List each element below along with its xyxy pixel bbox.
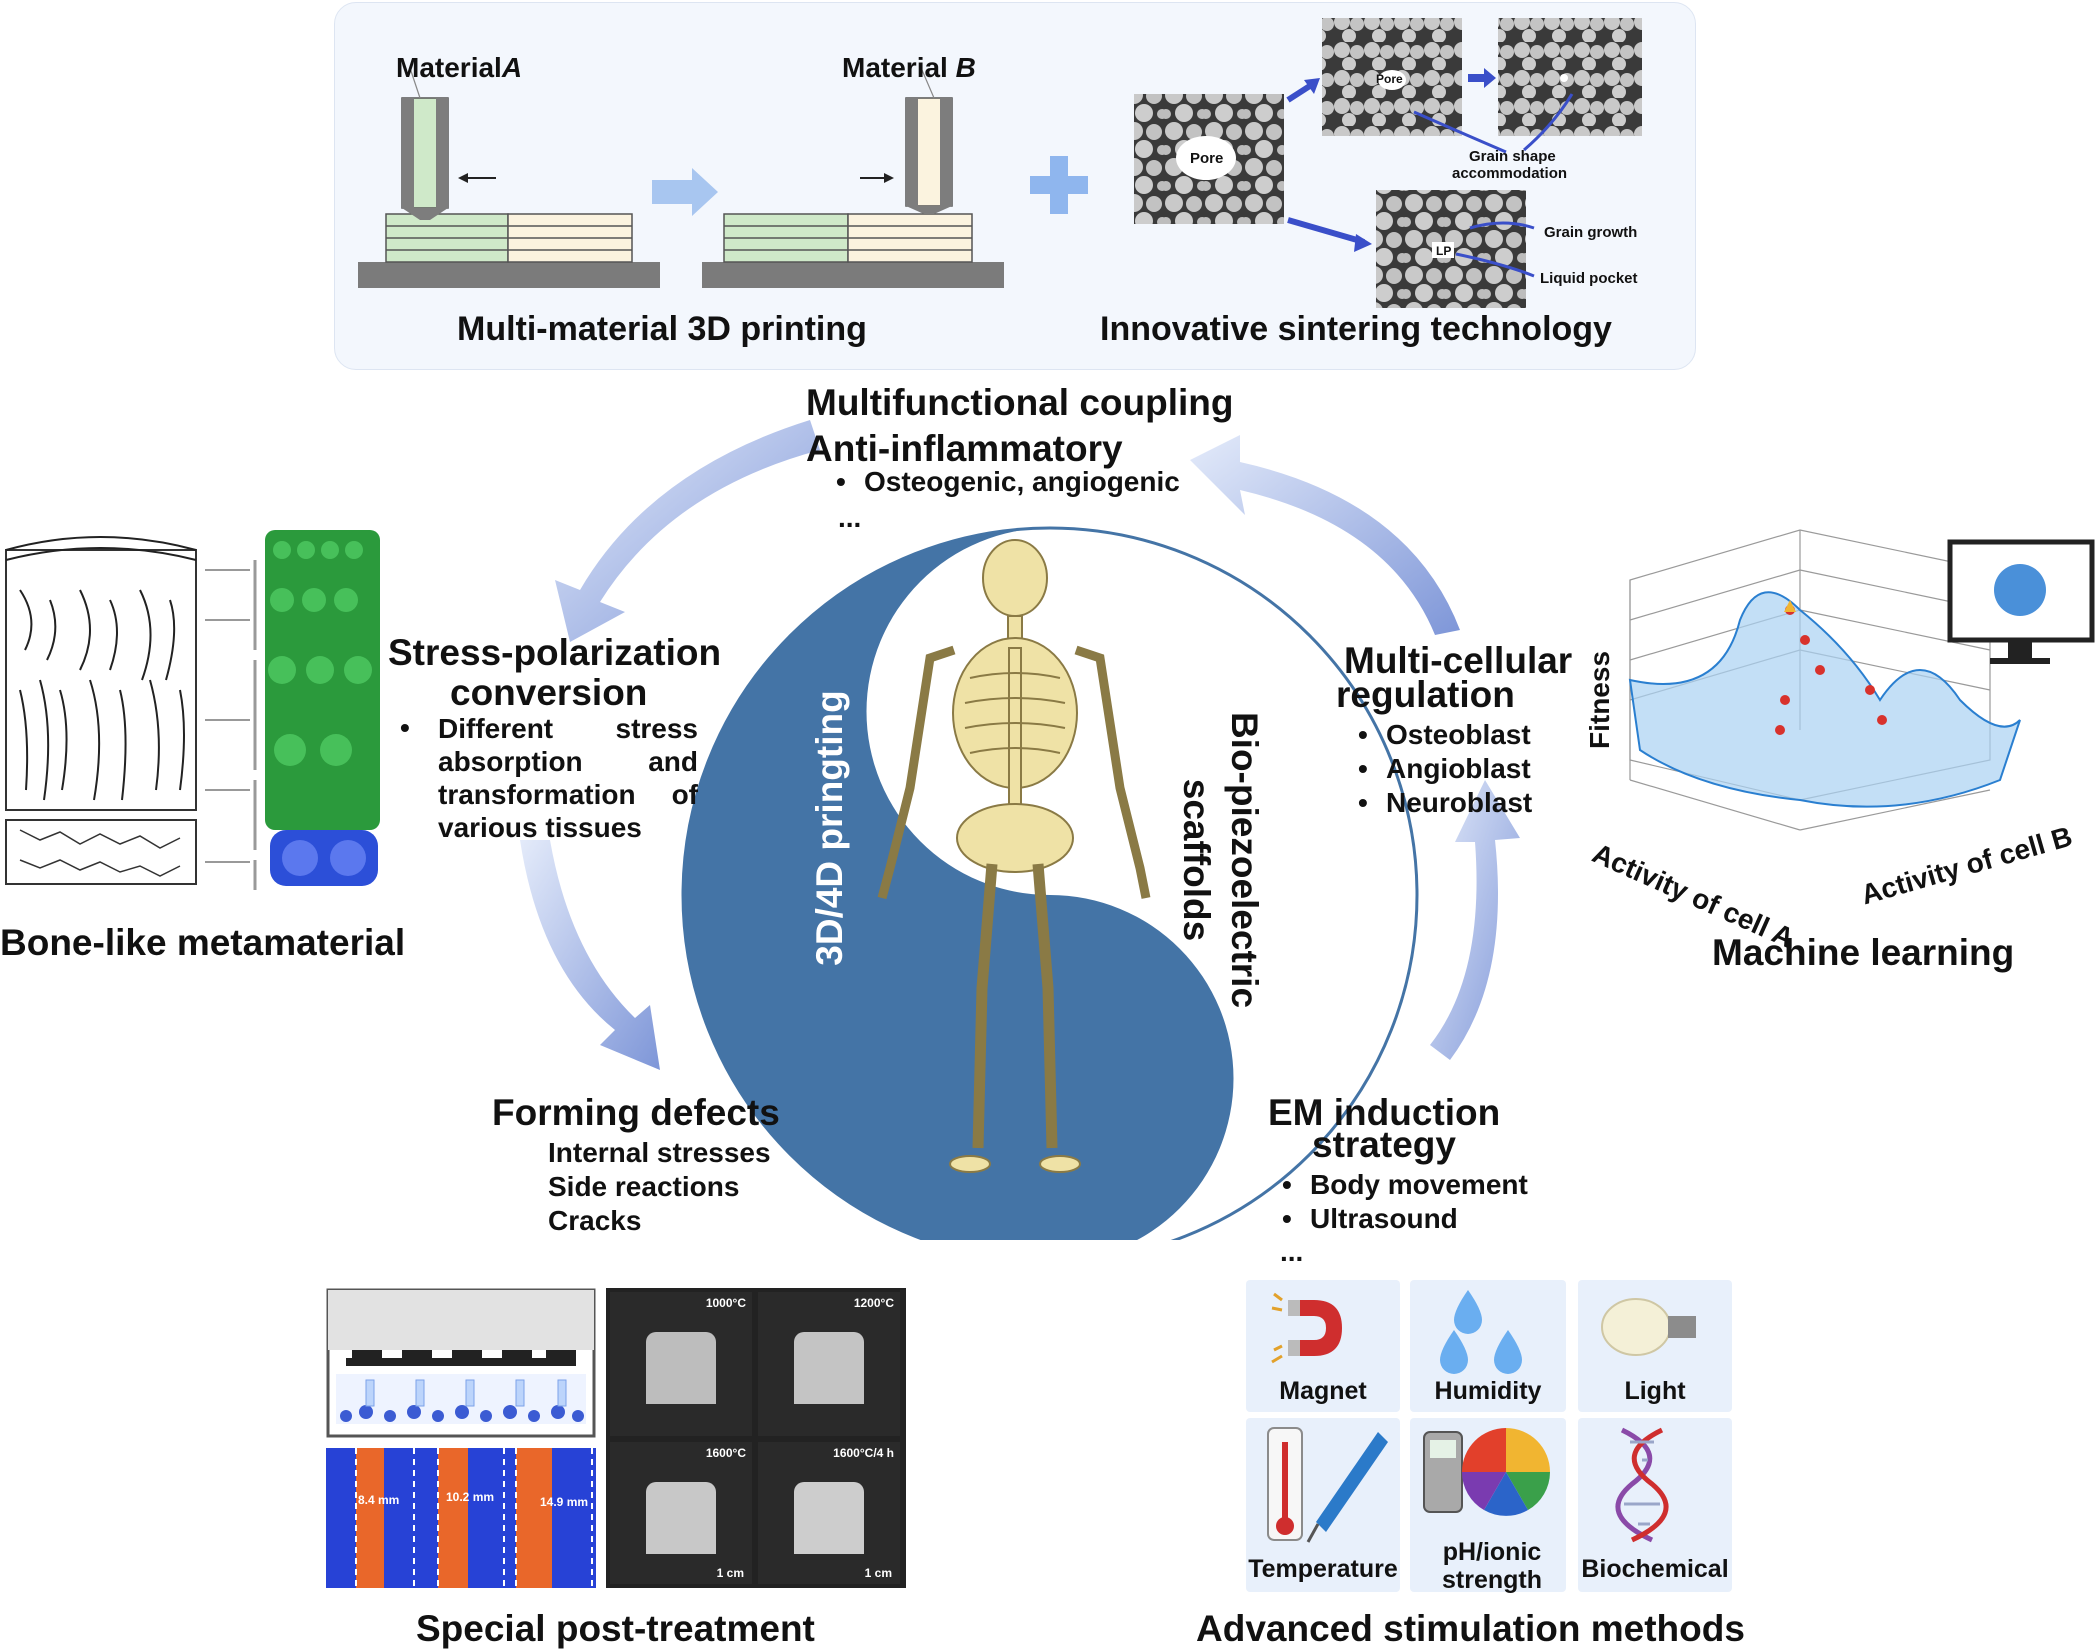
cycle-arrow-top-left [555, 420, 820, 642]
stress-title-2: conversion [450, 672, 648, 713]
photo-1200c: 1200°C [758, 1292, 900, 1436]
pore-label-1: Pore [1190, 150, 1224, 167]
photo-1600c-4h: 1600°C/4 h 1 cm [758, 1442, 900, 1584]
multifunctional-list: Osteogenic, angiogenic [830, 466, 1180, 498]
fitness-axis-label: Fitness [1584, 650, 1615, 750]
yin-label: 3D/4D pringting [809, 690, 850, 966]
tile-label: Temperature [1248, 1555, 1398, 1583]
lp-label: LP [1436, 244, 1452, 258]
advanced-stimulation-title: Advanced stimulation methods [1196, 1608, 1745, 1649]
skeleton-illustration [877, 539, 1151, 1173]
photo-1000c: 1000°C [610, 1292, 752, 1436]
cycle-arrow-right-up [1430, 780, 1520, 1060]
plus-icon [1030, 156, 1088, 214]
printer-base-1 [358, 262, 660, 288]
list-item: Cracks [548, 1205, 642, 1236]
water-drop-icon [1440, 1290, 1522, 1374]
tile-magnet: Magnet [1246, 1280, 1400, 1412]
sintering-title: Innovative sintering technology [1100, 310, 1612, 348]
yang-label-1: Bio-piezoelectric [1224, 711, 1265, 1009]
stress-bullet-text: Different stress absorption and transfor… [438, 713, 698, 843]
em-list: Body movement Ultrasound [1276, 1168, 1528, 1236]
tile-light: Light [1578, 1280, 1732, 1412]
list-item: Body movement [1276, 1168, 1528, 1202]
pore-label-2: Pore [1376, 72, 1403, 86]
list-item: Osteoblast [1352, 718, 1532, 752]
tile-label: Biochemical [1581, 1555, 1729, 1583]
multicellular-title-2: regulation [1336, 674, 1515, 715]
light-bulb-icon [1601, 1298, 1696, 1356]
top-panel [334, 2, 1696, 370]
width-label-1: 8.4 mm [358, 1493, 400, 1507]
step-arrow [652, 168, 718, 216]
list-item: Neuroblast [1352, 786, 1532, 820]
machine-learning-title: Machine learning [1712, 932, 2015, 973]
liquid-pocket-label: Liquid pocket [1540, 270, 1638, 287]
post-treatment-title: Special post-treatment [416, 1608, 815, 1649]
multifunctional-dots: ... [838, 502, 862, 533]
ph-meter-icon [1423, 1428, 1550, 1516]
multicellular-title-1: Multi-cellular [1344, 640, 1573, 681]
defects-title: Forming defects [492, 1092, 780, 1133]
sintering-photos: 1000°C 1200°C 1600°C 1 cm 1600°C/4 h 1 c… [606, 1288, 906, 1588]
grain-growth-label: Grain growth [1544, 224, 1638, 241]
center-cycle [520, 420, 1520, 1240]
printing-illustration [358, 67, 1004, 288]
bone-like-title: Bone-like metamaterial [0, 922, 406, 963]
tile-label: Light [1624, 1377, 1686, 1405]
thermometer-icon [1267, 1427, 1388, 1543]
defects-list: Internal stresses Side reactions Cracks [548, 1136, 771, 1238]
width-label-2: 10.2 mm [446, 1490, 495, 1504]
list-item: Side reactions [548, 1171, 740, 1202]
cycle-arrow-top-right [1190, 435, 1460, 635]
yang-label-2: scaffolds [1176, 778, 1217, 942]
multicellular-list: Osteoblast Angioblast Neuroblast [1352, 718, 1532, 820]
printing-title: Multi-material 3D printing [457, 310, 867, 348]
accommodation-label: accommodation [1452, 165, 1568, 182]
tile-label: Magnet [1279, 1377, 1367, 1405]
stress-title-1: Stress-polarization [388, 632, 722, 673]
list-item: Ultrasound [1276, 1202, 1528, 1236]
em-title-2: strategy [1312, 1124, 1456, 1165]
material-a-label: MaterialA [396, 52, 523, 83]
list-item: Osteogenic, angiogenic [830, 466, 1180, 498]
post-treatment-schematic [326, 1288, 596, 1588]
multifunctional-title: Multifunctional coupling [806, 382, 1234, 423]
cycle-arrow-left-down [520, 840, 660, 1070]
tile-humidity: Humidity [1410, 1280, 1566, 1412]
grain-shape-label: Grain shape [1469, 148, 1556, 165]
bone-metamaterial-illustration [5, 530, 380, 890]
list-item: Angioblast [1352, 752, 1532, 786]
fitness-surface [1628, 591, 2021, 808]
tile-biochemical: Biochemical [1578, 1418, 1732, 1592]
yin-half [683, 528, 1234, 1240]
em-dots: ... [1280, 1236, 1304, 1267]
list-item: Internal stresses [548, 1137, 771, 1168]
dna-icon [1615, 1427, 1669, 1543]
em-title-1: EM induction [1268, 1092, 1501, 1133]
stress-bullet: • Different stress absorption and transf… [400, 712, 698, 843]
printer-base-2 [702, 262, 1004, 288]
sintering-illustration [1134, 18, 1642, 308]
material-b-label: Material B [842, 52, 976, 83]
anti-inflammatory-title: Anti-inflammatory [806, 428, 1123, 469]
tile-temperature: Temperature [1246, 1418, 1400, 1592]
width-label-3: 14.9 mm [540, 1495, 589, 1509]
photo-1600c: 1600°C 1 cm [610, 1442, 752, 1584]
machine-learning-plot [1628, 529, 2095, 831]
tile-ph: pH/ionic strength [1410, 1418, 1566, 1594]
tile-label: Humidity [1434, 1377, 1542, 1405]
tile-label: pH/ionic strength [1442, 1538, 1542, 1594]
magnet-icon [1271, 1292, 1342, 1364]
